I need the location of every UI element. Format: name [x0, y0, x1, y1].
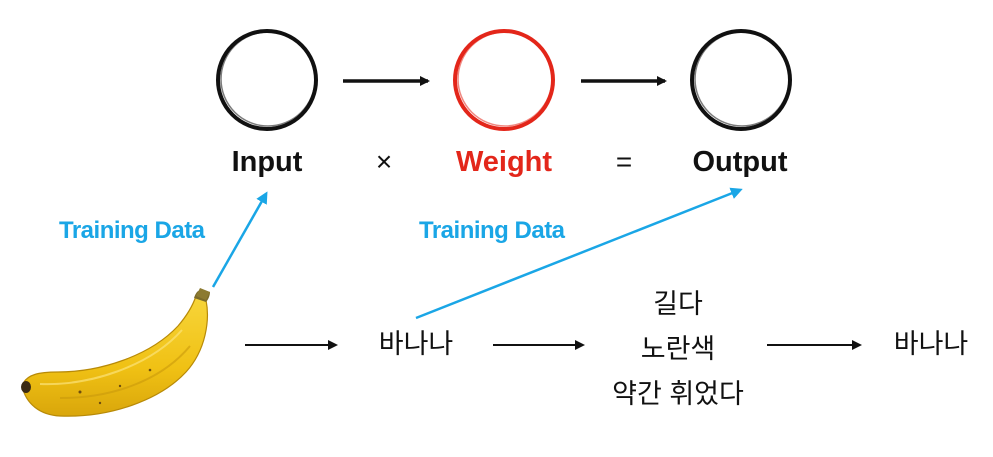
equals-symbol: = — [615, 146, 633, 177]
feature-list: 길다 노란색 약간 휘었다 — [612, 282, 744, 417]
training-data-label-left: Training Data — [59, 217, 205, 244]
result-word: 바나나 — [893, 329, 969, 359]
training-arrow-middle — [415, 187, 743, 320]
recognized-word: 바나나 — [378, 329, 454, 359]
input-label: Input — [231, 146, 303, 178]
input-node-circle — [216, 29, 318, 131]
output-label: Output — [692, 146, 788, 178]
output-node-circle — [690, 29, 792, 131]
banana-image — [21, 288, 210, 417]
training-data-label-middle: Training Data — [419, 217, 565, 244]
feature-item: 약간 휘었다 — [612, 379, 744, 409]
feature-item: 노란색 — [640, 334, 716, 364]
training-arrow-left — [211, 191, 268, 288]
feature-item: 길다 — [653, 289, 703, 319]
times-symbol: × — [375, 146, 393, 177]
weight-node-circle — [453, 29, 555, 131]
weight-label: Weight — [455, 146, 553, 178]
